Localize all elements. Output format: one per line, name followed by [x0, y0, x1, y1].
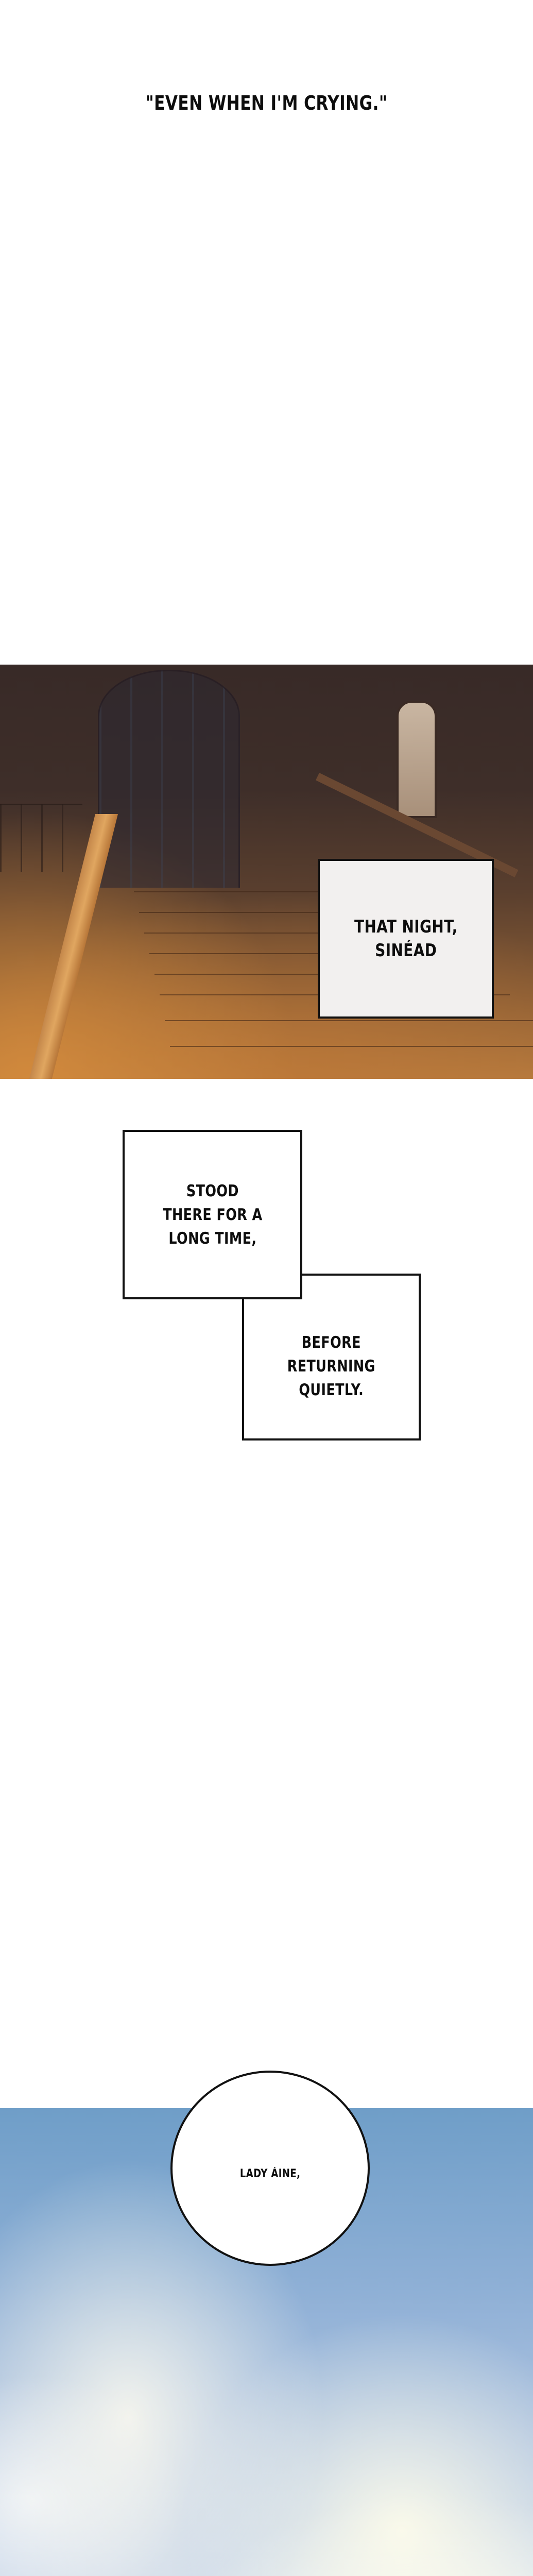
caption-text: STOOD THERE FOR A LONG TIME,: [163, 1179, 262, 1250]
caption-box-stood: STOOD THERE FOR A LONG TIME,: [123, 1130, 302, 1299]
caption-box-before: BEFORE RETURNING QUIETLY.: [242, 1274, 421, 1440]
speech-text: LADY ÁINE,: [239, 2167, 301, 2180]
caption-line: THERE FOR A: [162, 1205, 263, 1224]
caption-line: STOOD: [186, 1181, 239, 1200]
stair-step: [139, 912, 407, 913]
caption-line: BEFORE: [301, 1333, 362, 1352]
caption-line: RETURNING: [287, 1357, 376, 1376]
stair-step: [170, 1046, 533, 1047]
lit-window: [397, 701, 437, 818]
quote-caption: "EVEN WHEN I'M CRYING.": [145, 92, 388, 114]
caption-line: QUIETLY.: [299, 1381, 364, 1399]
stair-step: [149, 953, 458, 954]
caption-text: THAT NIGHT, SINÉAD: [354, 915, 458, 962]
balustrade: [0, 804, 82, 872]
caption-text: BEFORE RETURNING QUIETLY.: [287, 1331, 375, 1402]
caption-line: SINÉAD: [374, 940, 437, 961]
stair-step: [134, 891, 402, 892]
caption-line: LONG TIME,: [168, 1229, 257, 1248]
speech-bubble: LADY ÁINE,: [170, 2071, 370, 2266]
gothic-window: [98, 670, 240, 888]
caption-line: THAT NIGHT,: [354, 917, 458, 937]
stair-step: [165, 1020, 533, 1021]
stair-step: [144, 933, 433, 934]
caption-box-that-night: THAT NIGHT, SINÉAD: [318, 859, 494, 1019]
